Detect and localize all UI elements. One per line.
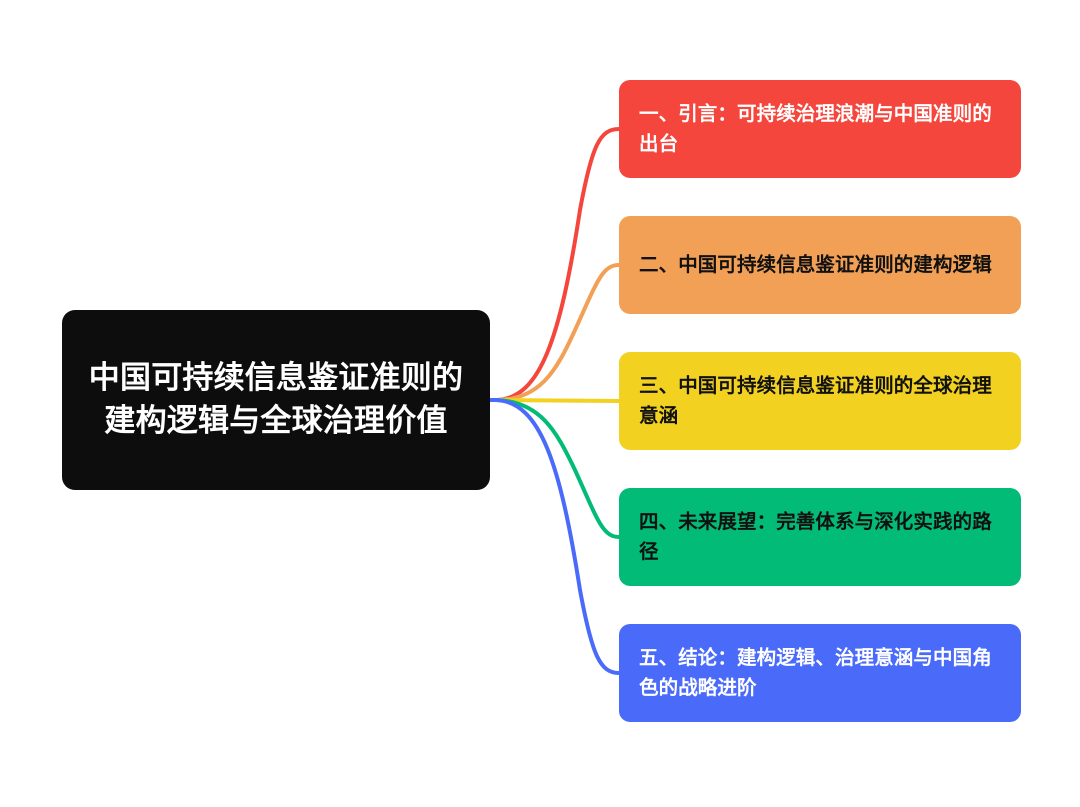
branch-node-introduction[interactable]: 一、引言：可持续治理浪潮与中国准则的出台 [619,80,1021,178]
branch-node-label: 五、结论：建构逻辑、治理意涵与中国角色的战略进阶 [639,646,992,699]
connector-to-branch-5 [488,398,621,675]
branch-node-label: 二、中国可持续信息鉴证准则的建构逻辑 [639,253,992,276]
branch-node-label: 四、未来展望：完善体系与深化实践的路径 [639,510,992,563]
branch-node-label: 一、引言：可持续治理浪潮与中国准则的出台 [639,102,992,155]
branch-node-label: 三、中国可持续信息鉴证准则的全球治理意涵 [639,374,992,427]
connector-to-branch-4 [488,398,621,539]
branch-node-future-outlook[interactable]: 四、未来展望：完善体系与深化实践的路径 [619,488,1021,586]
branch-node-global-governance[interactable]: 三、中国可持续信息鉴证准则的全球治理意涵 [619,352,1021,450]
root-node[interactable]: 中国可持续信息鉴证准则的建构逻辑与全球治理价值 [62,310,490,490]
branch-node-construction-logic[interactable]: 二、中国可持续信息鉴证准则的建构逻辑 [619,216,1021,314]
root-node-label: 中国可持续信息鉴证准则的建构逻辑与全球治理价值 [88,360,464,438]
connector-to-branch-1 [488,127,621,402]
branch-node-conclusion[interactable]: 五、结论：建构逻辑、治理意涵与中国角色的战略进阶 [619,624,1021,722]
connector-to-branch-3 [488,398,621,403]
connector-to-branch-2 [488,263,621,402]
